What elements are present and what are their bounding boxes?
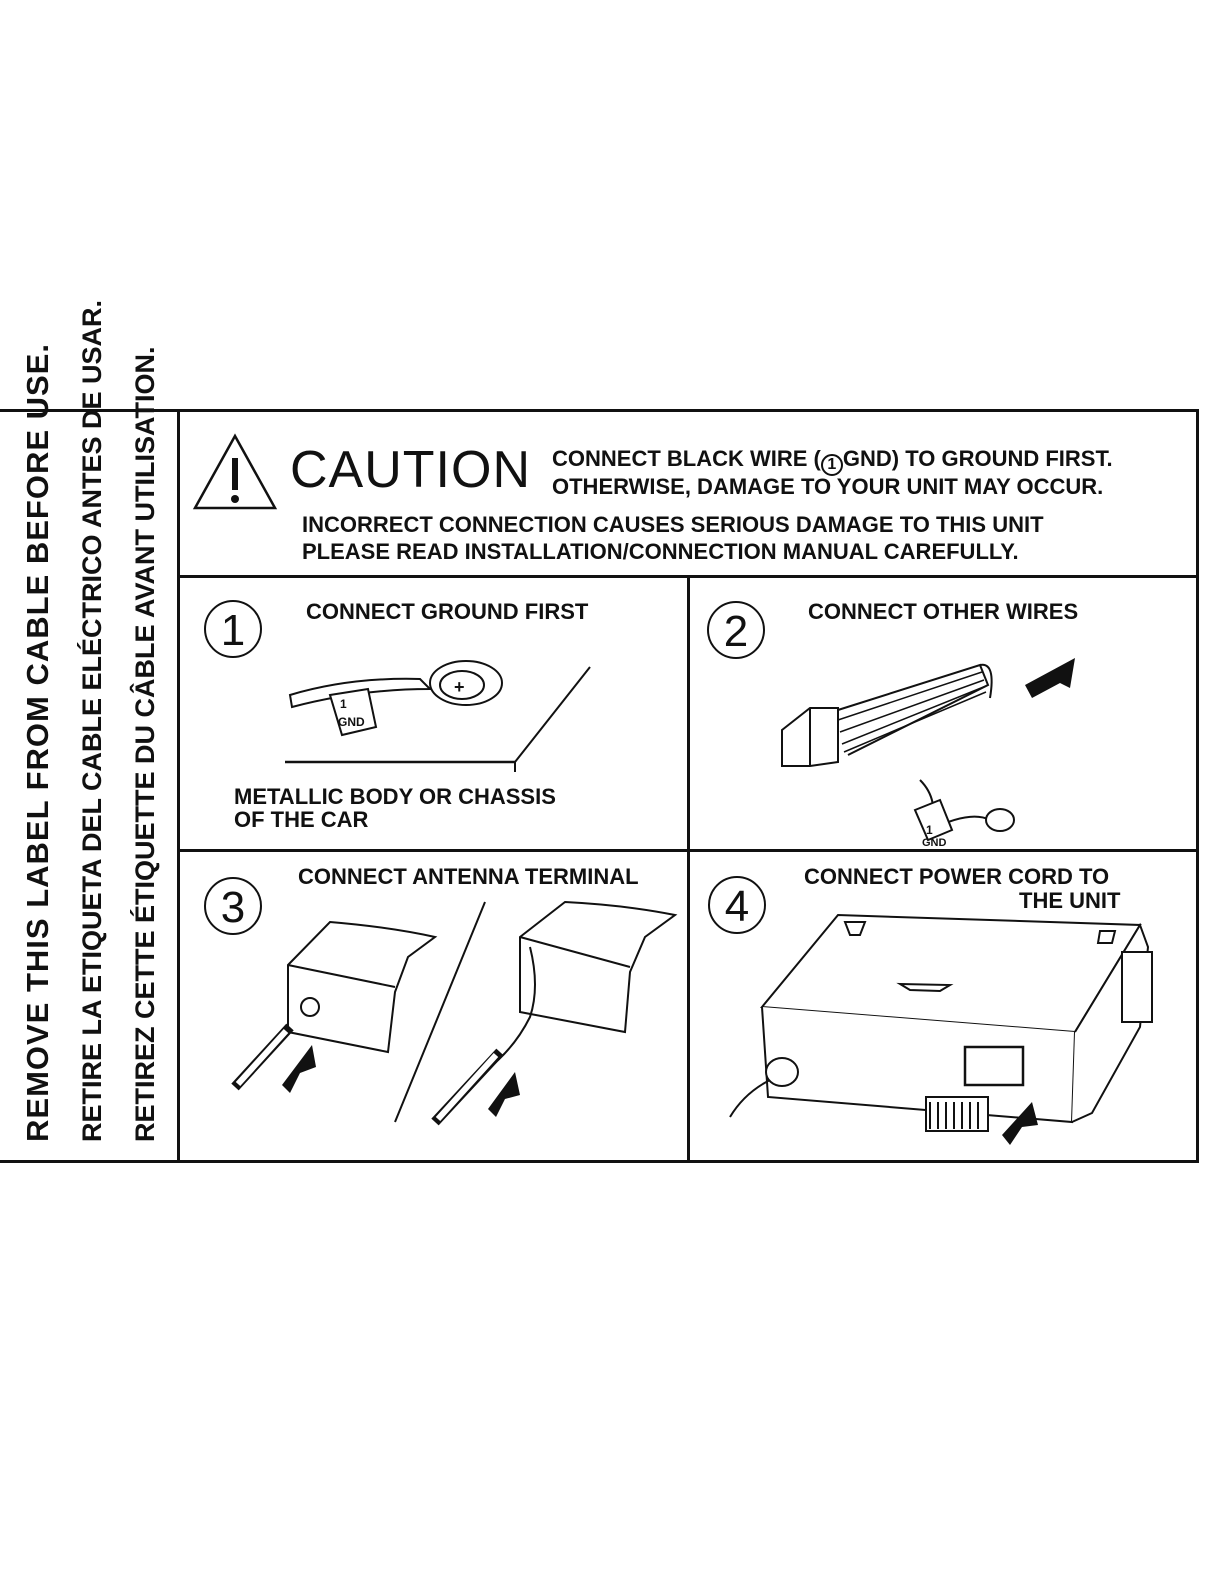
steps-grid: 1 CONNECT GROUND FIRST + 1 GND METALLIC … bbox=[180, 575, 1196, 1160]
damage-warning: OTHERWISE, DAMAGE TO YOUR UNIT MAY OCCUR… bbox=[552, 474, 1104, 499]
step-1-panel: 1 CONNECT GROUND FIRST + 1 GND METALLIC … bbox=[180, 575, 690, 852]
read-manual-warning: PLEASE READ INSTALLATION/CONNECTION MANU… bbox=[302, 539, 1019, 564]
step-title: CONNECT ANTENNA TERMINAL bbox=[298, 864, 639, 889]
tag-number: 1 bbox=[926, 823, 933, 837]
ground-connection-illustration bbox=[285, 660, 591, 772]
warning-triangle-icon bbox=[192, 433, 278, 510]
removal-text-french: RETIREZ CETTE ÉTIQUETTE DU CÂBLE AVANT U… bbox=[130, 346, 160, 1143]
circled-number: 1 bbox=[820, 454, 843, 476]
step-title: CONNECT GROUND FIRST bbox=[306, 599, 589, 624]
caution-title: CAUTION bbox=[290, 441, 531, 499]
step-number: 3 bbox=[204, 877, 262, 935]
tag-label: GND bbox=[338, 715, 365, 729]
tag-number: 1 bbox=[340, 697, 347, 711]
terminal-plus: + bbox=[454, 677, 465, 697]
wire-harness-illustration bbox=[781, 658, 1075, 842]
removal-text-english: REMOVE THIS LABEL FROM CABLE BEFORE USE. bbox=[20, 343, 55, 1142]
step-2-panel: 2 CONNECT OTHER WIRES 1 GND bbox=[690, 575, 1196, 852]
step-number: 4 bbox=[708, 876, 766, 934]
step-number: 1 bbox=[204, 600, 262, 658]
chassis-note: METALLIC BODY OR CHASSIS OF THE CAR bbox=[234, 784, 556, 832]
removal-text-spanish: RETIRE LA ETIQUETA DEL CABLE ELÉCTRICO A… bbox=[77, 299, 107, 1142]
caution-label: REMOVE THIS LABEL FROM CABLE BEFORE USE.… bbox=[0, 300, 1199, 1163]
antenna-connection-illustration bbox=[231, 900, 678, 1126]
incorrect-connection-warning: INCORRECT CONNECTION CAUSES SERIOUS DAMA… bbox=[302, 512, 1044, 537]
tag-label: GND bbox=[922, 837, 947, 849]
power-cord-illustration bbox=[729, 913, 1153, 1145]
step-number: 2 bbox=[707, 601, 765, 659]
step-title-line2: THE UNIT bbox=[1019, 888, 1121, 913]
step-3-panel: 3 CONNECT ANTENNA TERMINAL bbox=[180, 852, 690, 1160]
removal-instructions: REMOVE THIS LABEL FROM CABLE BEFORE USE.… bbox=[0, 300, 180, 1160]
step-title: CONNECT OTHER WIRES bbox=[808, 599, 1079, 624]
step-4-panel: 4 CONNECT POWER CORD TO THE UNIT bbox=[690, 852, 1196, 1160]
step-title-line1: CONNECT POWER CORD TO bbox=[804, 864, 1110, 889]
